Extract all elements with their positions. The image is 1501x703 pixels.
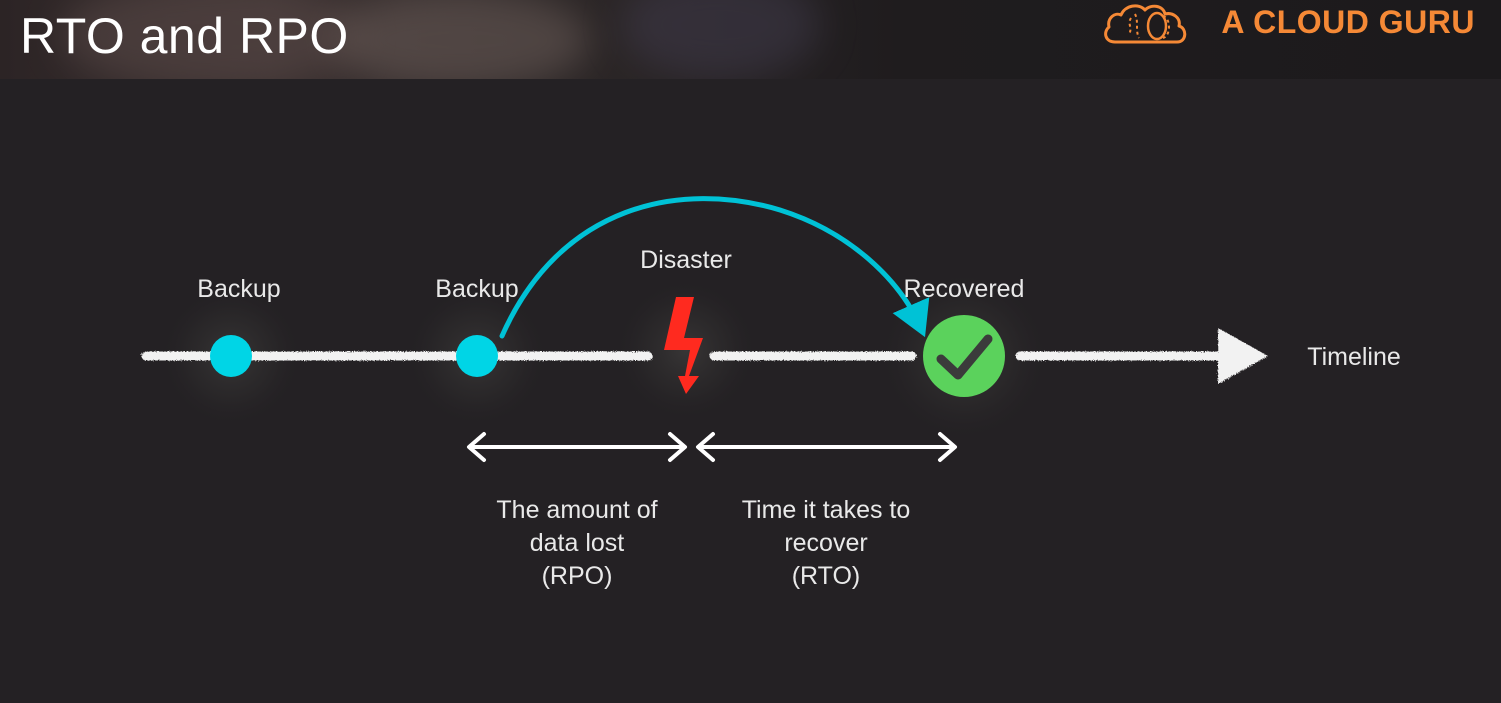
header-photo-shade [620, 0, 820, 79]
rpo-caption-line: (RPO) [541, 562, 613, 590]
backup-dot-icon [456, 335, 498, 377]
rpo-caption-line: The amount of [496, 496, 658, 524]
brand-name: A CLOUD GURU [1221, 3, 1475, 40]
check-circle-icon [923, 315, 1005, 397]
event-label-backup-1: Backup [197, 275, 281, 303]
backup-dot-icon [210, 335, 252, 377]
timeline-arrowhead-icon [1218, 328, 1268, 384]
event-label-backup-2: Backup [435, 275, 519, 303]
header-photo-shade [330, 0, 590, 79]
rto-caption-line: recover [784, 529, 868, 557]
rpo-caption-line: data lost [529, 529, 625, 557]
cloud-logo-icon [1104, 4, 1187, 44]
timeline-label: Timeline [1307, 343, 1401, 371]
rpo-caption: The amount of data lost (RPO) [447, 494, 707, 593]
recovery-arc-arrow [499, 196, 930, 339]
header-photo-shade [60, 0, 360, 79]
brand-logo: A CLOUD GURU [1101, 0, 1475, 44]
event-label-recovered: Recovered [903, 275, 1025, 303]
rto-span-arrow [696, 432, 957, 462]
rto-caption-line: (RTO) [791, 562, 861, 590]
rpo-span-arrow [467, 432, 687, 462]
checkmark-icon [936, 334, 993, 380]
slide-header: RTO and RPO A CLOUD GURU [0, 0, 1501, 79]
rto-caption-line: Time it takes to [741, 496, 911, 524]
rto-caption: Time it takes to recover (RTO) [696, 494, 956, 593]
event-label-disaster: Disaster [640, 246, 732, 274]
lightning-bolt-icon [664, 297, 703, 394]
page-title: RTO and RPO [20, 8, 349, 64]
